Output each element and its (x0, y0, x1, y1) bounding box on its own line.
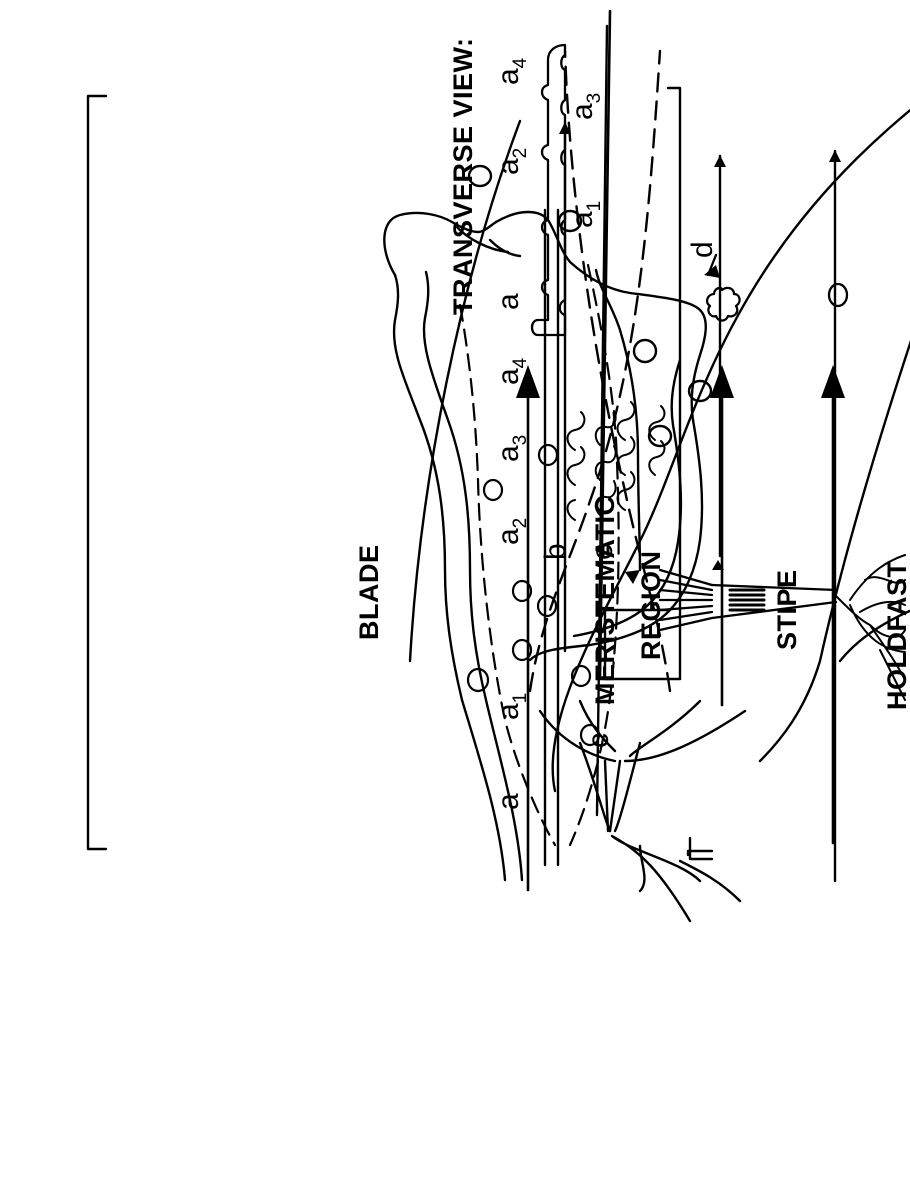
pointer-label-e: e (586, 543, 619, 560)
blade-spot-3 (634, 340, 656, 362)
label-stipe: STIPE (772, 569, 802, 650)
transverse-mark-a4: a4 (492, 57, 531, 85)
fan-line-1 (625, 711, 745, 761)
blade-left-edge-inner (424, 272, 522, 880)
spot-7 (484, 480, 502, 500)
transverse-stipe (707, 288, 740, 321)
blade-mark-a: a (492, 793, 525, 810)
label-holdfast: HOLDFAST (882, 560, 910, 710)
transverse-mark-a1: a1 (566, 201, 605, 228)
b-region-shapes-3 (568, 412, 585, 520)
label-transverse-view: TRANSVERSE VIEW: (448, 37, 478, 315)
label-blade: BLADE (354, 545, 384, 641)
transverse-mark-a3: a3 (566, 93, 605, 120)
transverse-holdfast (829, 284, 847, 306)
arrowhead-stipe (710, 365, 734, 398)
blade-spot-5 (649, 426, 671, 446)
stipe-bands (730, 590, 764, 610)
blade-mark-a3: a3 (492, 435, 531, 462)
label-region: REGION (636, 550, 666, 660)
transverse-blade (532, 45, 565, 335)
spot-6 (538, 596, 556, 616)
spot-8 (539, 445, 557, 465)
pointer-label-b: b (539, 543, 572, 560)
blade-mark-a2: a2 (492, 518, 531, 545)
transverse-mark-a2: a2 (492, 148, 531, 175)
label-transverse-view-group: TRANSVERSE VIEW: (448, 37, 478, 315)
bracket-stipe-main (688, 851, 712, 855)
dashed-left (460, 305, 555, 845)
bracket-stipe (690, 838, 712, 859)
arrowhead-holdfast (821, 365, 845, 398)
blade-mark-a1: a1 (492, 693, 531, 720)
fan-line-3 (630, 701, 700, 756)
bracket-blade (88, 96, 106, 849)
holdfast-roots (612, 836, 740, 921)
transverse-mark-a: a (492, 293, 525, 310)
spot-1 (468, 669, 488, 691)
pointer-label-d: d (686, 241, 719, 258)
label-meristematic: MERISTEMATIC (590, 496, 620, 706)
pointer-label-c: c (582, 733, 615, 748)
